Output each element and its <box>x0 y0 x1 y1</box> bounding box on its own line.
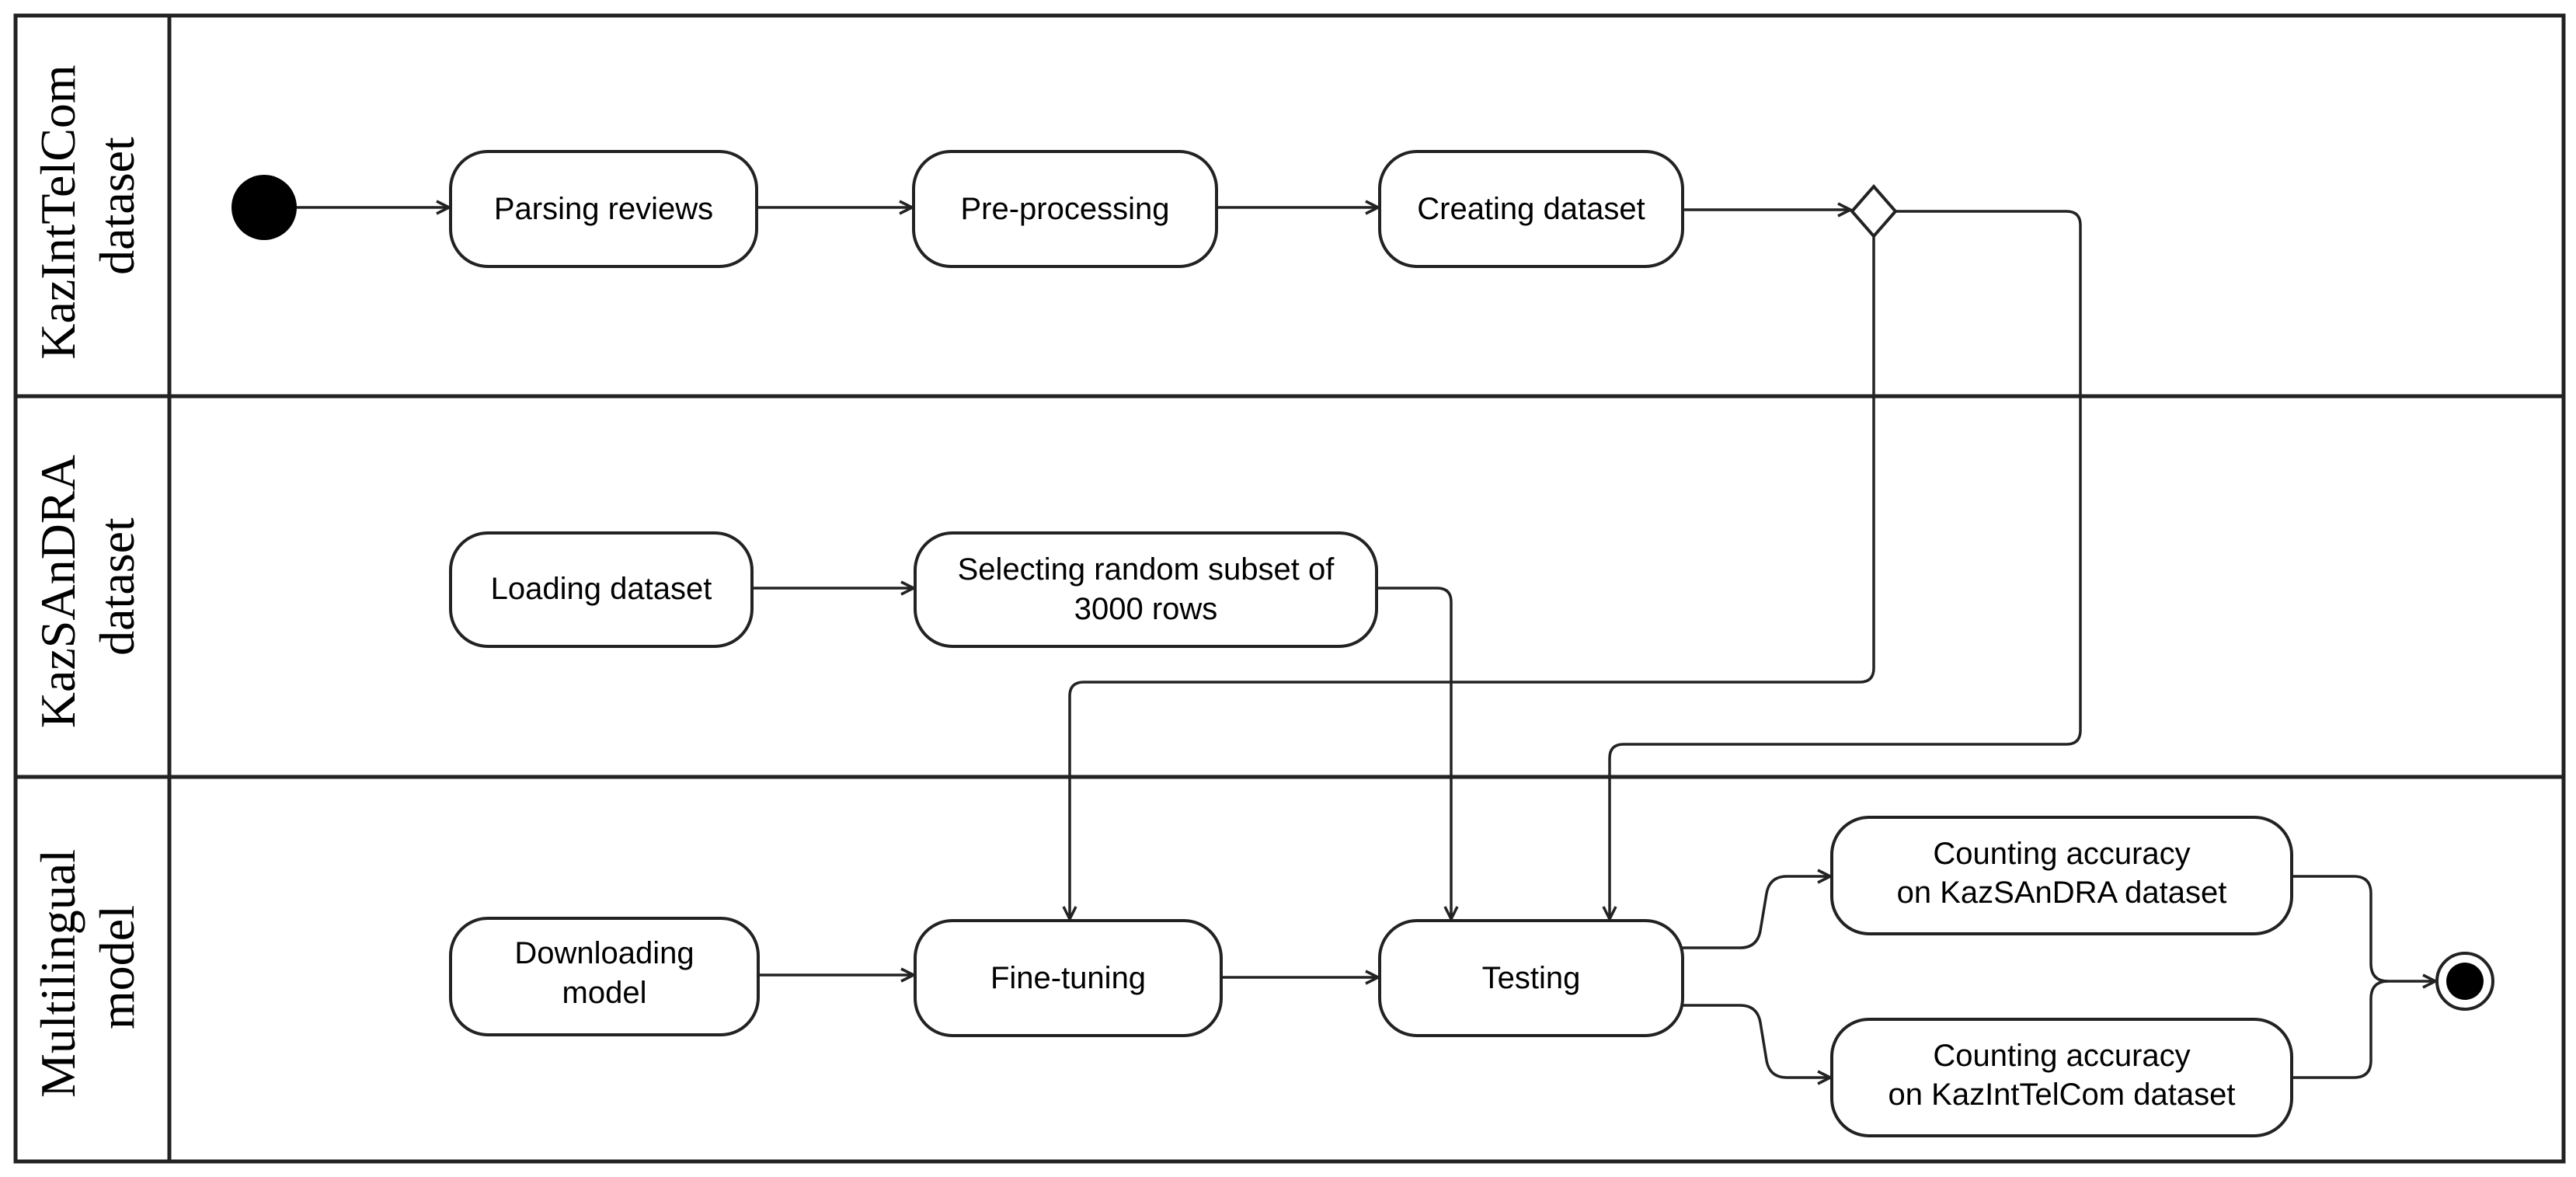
node-counting-accuracy-kazsandra: Counting accuracy on KazSAnDRA dataset <box>1830 816 2293 935</box>
node-pre-processing: Pre-processing <box>912 150 1218 268</box>
svg-text:Loading dataset: Loading dataset <box>491 572 712 606</box>
node-loading-dataset: Loading dataset <box>449 531 754 648</box>
start-node <box>231 175 297 240</box>
end-node-inner <box>2446 963 2484 1000</box>
flow-selecting-to-testing <box>1377 587 1451 919</box>
lane-label-kazinttelcom: KazIntTelCom dataset <box>30 52 144 359</box>
svg-text:Pre-processing: Pre-processing <box>960 192 1169 226</box>
flow-accuracy-kazinttelcom-to-end <box>2292 980 2389 1079</box>
flow-testing-to-accuracy-kazinttelcom <box>1683 1004 1830 1078</box>
node-downloading-model: Downloading model <box>449 917 760 1036</box>
lane-label-kazsandra: KazSAnDRA dataset <box>30 445 144 728</box>
svg-text:on KazIntTelCom dataset: on KazIntTelCom dataset <box>1888 1078 2236 1112</box>
flow-decision-to-finetuning <box>1070 236 1875 919</box>
node-selecting-random-subset: Selecting random subset of 3000 rows <box>914 531 1378 648</box>
svg-text:Downloading: Downloading <box>514 936 694 970</box>
flow-testing-to-accuracy-kazsandra <box>1683 876 1830 949</box>
svg-text:Selecting random subset of: Selecting random subset of <box>958 552 1335 587</box>
svg-text:Counting accuracy: Counting accuracy <box>1933 837 2190 871</box>
flow-decision-to-testing <box>1610 210 2082 919</box>
svg-text:on KazSAnDRA dataset: on KazSAnDRA dataset <box>1897 876 2227 910</box>
svg-text:Counting accuracy: Counting accuracy <box>1933 1039 2190 1073</box>
svg-text:model: model <box>562 976 647 1010</box>
svg-text:3000 rows: 3000 rows <box>1074 592 1218 626</box>
svg-text:Fine-tuning: Fine-tuning <box>990 961 1146 995</box>
svg-text:Testing: Testing <box>1482 961 1581 995</box>
flow-accuracy-kazsandra-to-end <box>2292 875 2435 981</box>
node-parsing-reviews: Parsing reviews <box>449 150 758 268</box>
svg-text:Creating dataset: Creating dataset <box>1417 192 1645 226</box>
lane-label-multilingual-model: Multilingual model <box>30 837 144 1098</box>
node-creating-dataset: Creating dataset <box>1378 150 1684 268</box>
swimlane-frame <box>13 13 2566 1164</box>
decision-diamond <box>1850 183 1898 239</box>
node-fine-tuning: Fine-tuning <box>914 919 1223 1037</box>
node-testing: Testing <box>1378 919 1684 1037</box>
node-counting-accuracy-kazinttelcom: Counting accuracy on KazIntTelCom datase… <box>1830 1018 2293 1137</box>
svg-text:Parsing reviews: Parsing reviews <box>494 192 713 226</box>
